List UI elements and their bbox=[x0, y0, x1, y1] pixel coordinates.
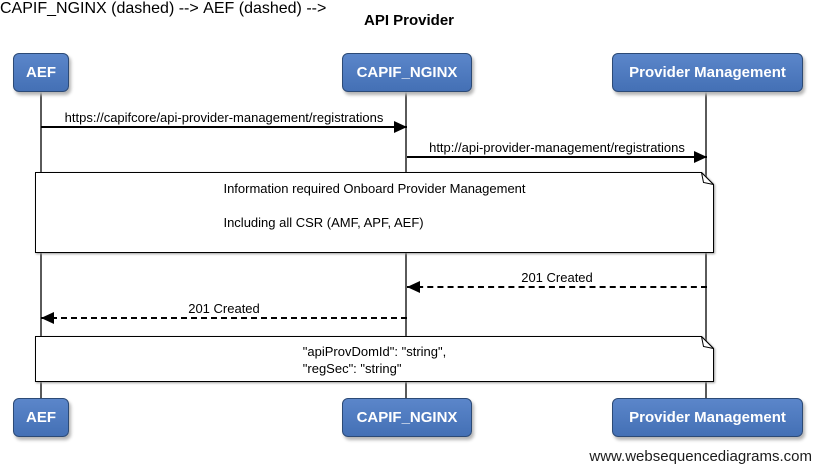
note-text: "apiProvDomId": "string", "regSec": "str… bbox=[35, 343, 714, 377]
actor-provider-management-label: Provider Management bbox=[629, 409, 786, 426]
note-text-block: Information required Onboard Provider Ma… bbox=[223, 180, 525, 231]
note-outline bbox=[35, 172, 714, 253]
actor-aef-label: AEF bbox=[26, 409, 56, 426]
note-line: Information required Onboard Provider Ma… bbox=[223, 181, 526, 196]
note-line bbox=[223, 197, 525, 214]
message-label: 201 Created bbox=[188, 301, 260, 316]
note-text-block: "apiProvDomId": "string", "regSec": "str… bbox=[303, 343, 446, 377]
note-line: "apiProvDomId": "string", bbox=[302, 344, 447, 359]
message-line-dashed bbox=[41, 317, 407, 319]
message-label: https://capifcore/api-provider-managemen… bbox=[64, 110, 384, 125]
note-onboard-info: Information required Onboard Provider Ma… bbox=[35, 172, 714, 253]
message-registration-request: https://capifcore/api-provider-managemen… bbox=[41, 109, 407, 133]
message-201-created-aef: 201 Created bbox=[41, 300, 407, 324]
message-201-created-pm: 201 Created bbox=[407, 269, 707, 293]
note-fold-corner-icon bbox=[700, 336, 714, 350]
diagram-title: API Provider bbox=[363, 12, 455, 29]
watermark-text: www.websequencediagrams.com bbox=[589, 448, 812, 465]
actor-aef-bottom: AEF bbox=[13, 398, 69, 437]
actor-aef-top: AEF bbox=[13, 53, 69, 92]
message-line-dashed bbox=[407, 286, 707, 288]
note-fold-corner-icon bbox=[700, 172, 714, 186]
note-line: Including all CSR (AMF, APF, AEF) bbox=[223, 215, 424, 230]
note-line: "regSec": "string" bbox=[302, 361, 402, 376]
message-label: 201 Created bbox=[521, 270, 593, 285]
note-text: Information required Onboard Provider Ma… bbox=[35, 180, 714, 231]
actor-capif-nginx-label: CAPIF_NGINX bbox=[356, 409, 458, 426]
arrowhead-left-icon bbox=[41, 312, 54, 324]
actor-aef-label: AEF bbox=[26, 64, 56, 81]
actor-capif-nginx-bottom: CAPIF_NGINX bbox=[342, 398, 472, 437]
arrowhead-right-icon bbox=[394, 121, 407, 133]
note-response-body: "apiProvDomId": "string", "regSec": "str… bbox=[35, 336, 714, 382]
arrowhead-right-icon bbox=[694, 151, 707, 163]
message-line bbox=[407, 156, 707, 158]
actor-provider-management-bottom: Provider Management bbox=[612, 398, 803, 437]
actor-capif-nginx-top: CAPIF_NGINX bbox=[342, 53, 472, 92]
actor-capif-nginx-label: CAPIF_NGINX bbox=[356, 64, 458, 81]
actor-provider-management-top: Provider Management bbox=[612, 53, 803, 92]
message-label: http://api-provider-management/registrat… bbox=[429, 140, 685, 155]
message-line bbox=[41, 126, 407, 128]
actor-provider-management-label: Provider Management bbox=[629, 64, 786, 81]
note-outline bbox=[35, 336, 714, 382]
arrowhead-left-icon bbox=[407, 281, 420, 293]
message-forwarded-request: http://api-provider-management/registrat… bbox=[407, 139, 707, 163]
